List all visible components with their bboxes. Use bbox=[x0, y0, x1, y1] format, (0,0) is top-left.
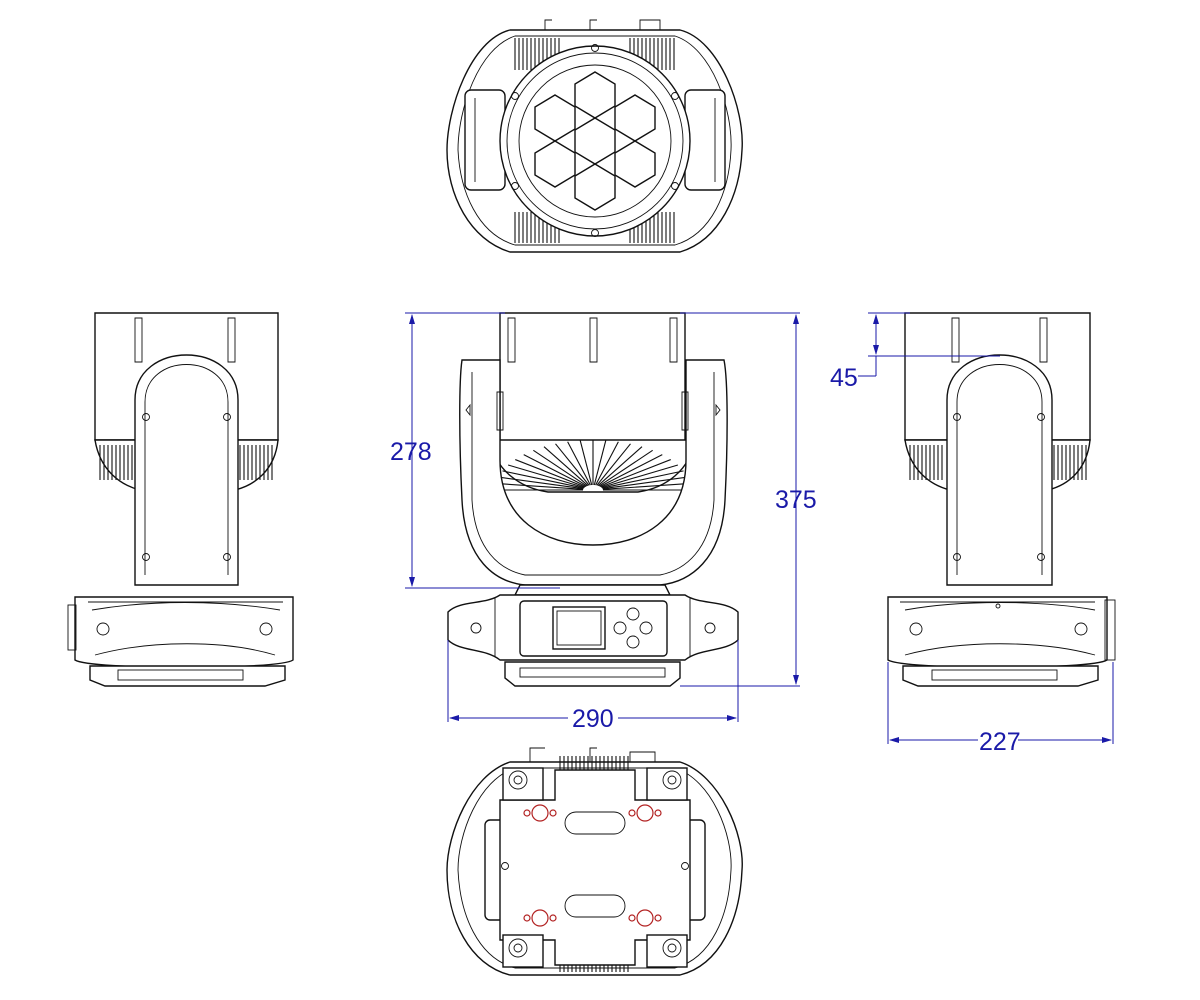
dim-label-375: 375 bbox=[775, 486, 817, 514]
dimension-labels: 278 375 45 290 227 bbox=[390, 364, 1021, 756]
dim-label-290: 290 bbox=[572, 705, 614, 733]
top-view bbox=[446, 19, 743, 253]
front-view bbox=[447, 312, 739, 687]
bolt-holes-top bbox=[511, 44, 679, 237]
heatsink-fins-left bbox=[99, 445, 273, 480]
mounting-holes-red bbox=[523, 804, 662, 927]
heatsink-fins-front bbox=[495, 440, 691, 491]
dim-label-45: 45 bbox=[830, 364, 858, 392]
dim-label-227: 227 bbox=[979, 728, 1021, 756]
left-side-view bbox=[67, 312, 294, 687]
dim-label-278: 278 bbox=[390, 438, 432, 466]
hexagon-lens-array bbox=[534, 71, 656, 211]
dimension-lines bbox=[405, 312, 1114, 744]
heatsink-fins-right bbox=[909, 445, 1087, 480]
bottom-view bbox=[446, 747, 743, 976]
right-side-view bbox=[887, 312, 1116, 687]
